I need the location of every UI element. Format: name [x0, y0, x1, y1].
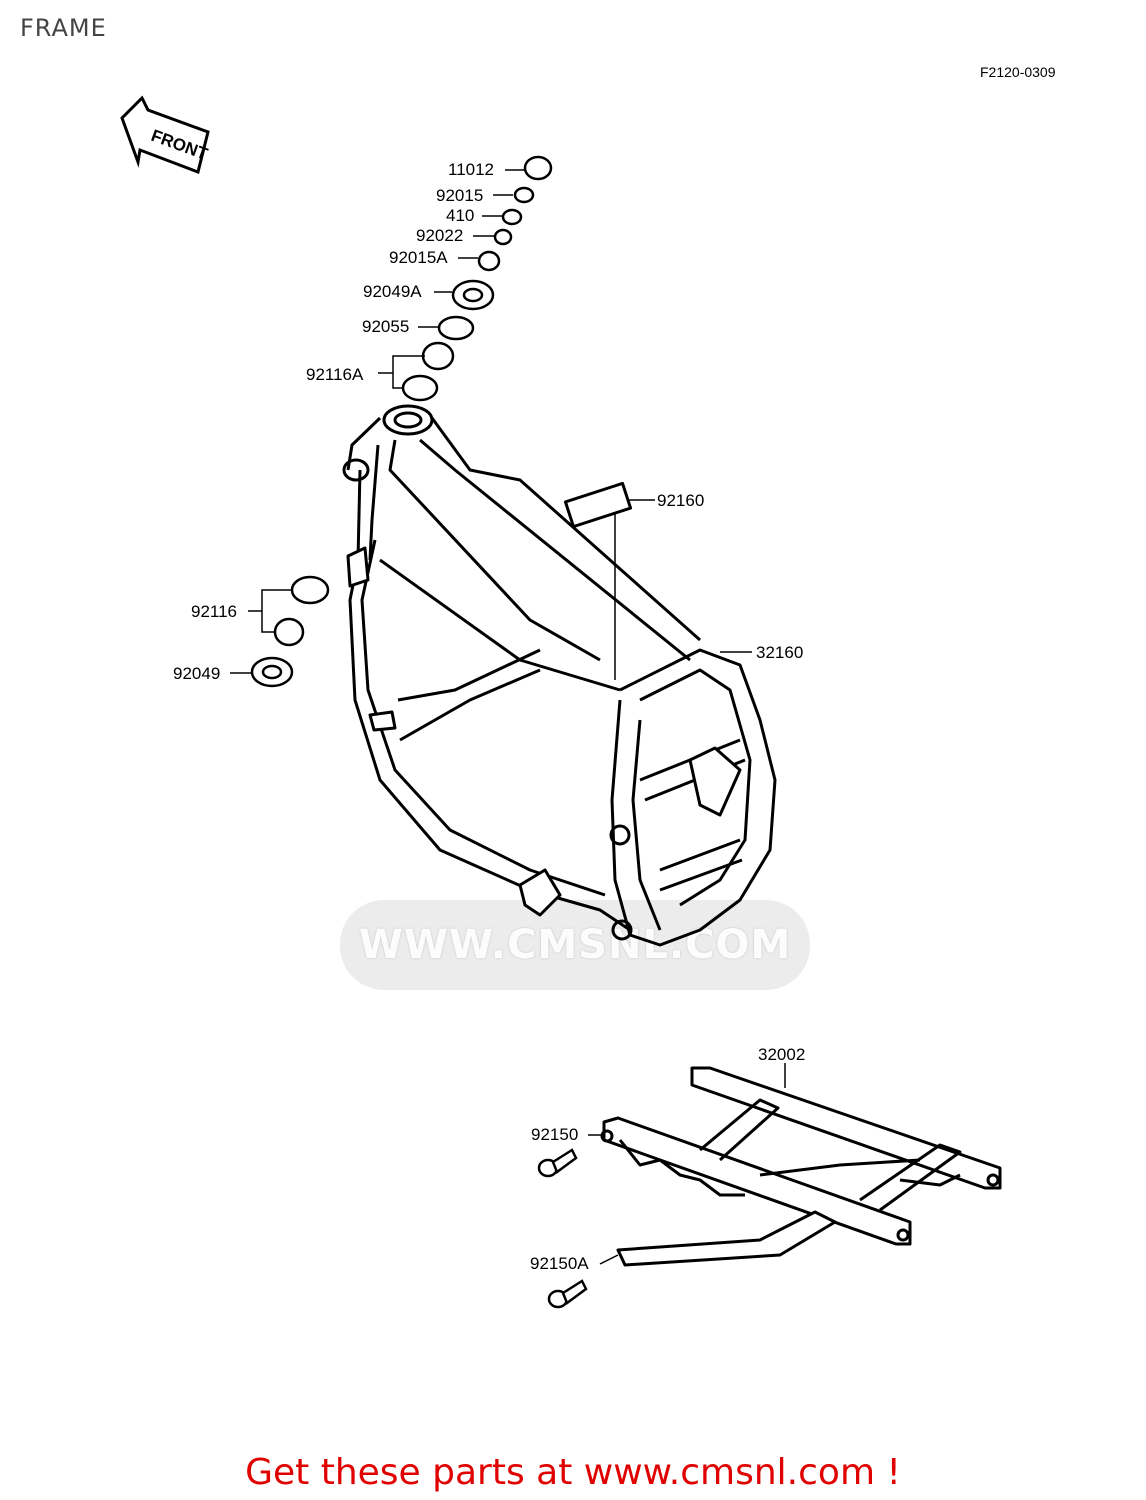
part-label-92150[interactable]: 92150 — [531, 1125, 579, 1144]
part-label-92160[interactable]: 92160 — [657, 491, 705, 510]
part-label-92055[interactable]: 92055 — [362, 317, 410, 336]
sub-frame-32002 — [600, 1066, 1002, 1267]
bolt-92150a — [547, 1279, 588, 1309]
washer-410 — [501, 208, 523, 226]
front-arrow-icon: FRONT — [120, 95, 211, 175]
cap-11012 — [523, 155, 553, 181]
bearing-92116-lower — [273, 617, 305, 647]
part-label-11012[interactable]: 11012 — [448, 160, 495, 179]
race-92055 — [437, 315, 475, 341]
part-label-92150a[interactable]: 92150A — [530, 1254, 589, 1273]
cta-link[interactable]: Get these parts at www.cmsnl.com ! — [245, 1452, 901, 1493]
washer-92022 — [493, 228, 513, 246]
part-label-92022[interactable]: 92022 — [416, 226, 464, 245]
nut-92015a — [477, 250, 501, 272]
part-label-92049a[interactable]: 92049A — [363, 282, 422, 301]
nut-92015 — [513, 186, 535, 204]
page-title: FRAME — [20, 14, 107, 42]
part-label-32160[interactable]: 32160 — [756, 643, 804, 662]
watermark-text: WWW.CMSNL.COM — [358, 922, 792, 968]
part-label-92116a[interactable]: 92116A — [306, 365, 364, 384]
diagram-code: F2120-0309 — [980, 64, 1056, 80]
part-label-92049[interactable]: 92049 — [173, 664, 221, 683]
part-label-410[interactable]: 410 — [446, 206, 475, 225]
bolts — [537, 1148, 588, 1309]
bearing-92116a-upper — [421, 341, 455, 371]
part-label-92116[interactable]: 92116 — [191, 602, 238, 621]
part-label-92015a[interactable]: 92015A — [389, 248, 448, 267]
bearing-92116a-lower — [401, 374, 439, 402]
main-frame-32160 — [342, 404, 777, 947]
bolt-92150 — [537, 1148, 578, 1178]
bearing-92116-upper — [290, 575, 330, 605]
watermark: WWW.CMSNL.COM — [340, 900, 810, 990]
part-label-92015[interactable]: 92015 — [436, 186, 484, 205]
part-label-32002[interactable]: 32002 — [758, 1045, 806, 1064]
leader-lines — [230, 169, 786, 1265]
